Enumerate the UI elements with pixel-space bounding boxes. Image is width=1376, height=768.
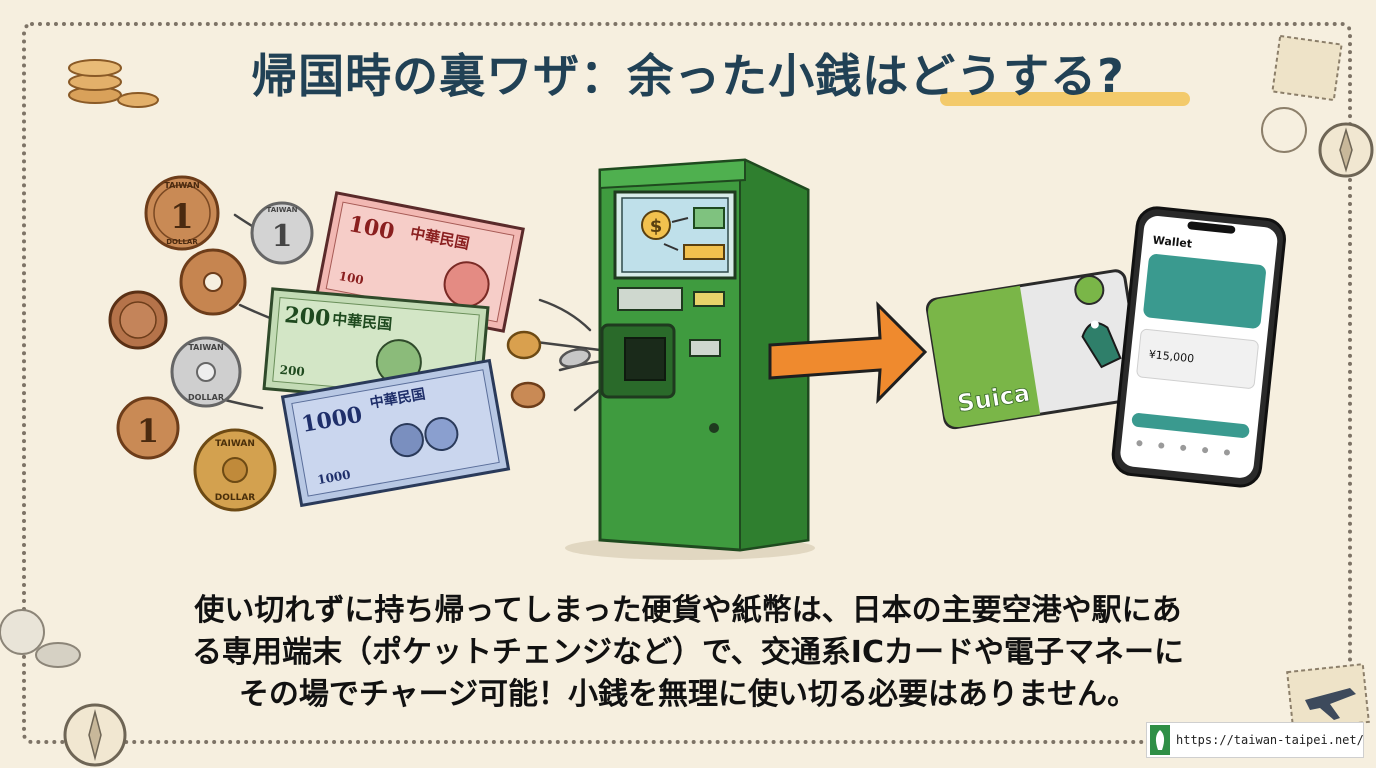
coin-gold-label: TAIWAN [215, 439, 255, 449]
exchange-kiosk: $ [565, 158, 815, 560]
smartphone: Wallet ¥15,000 [1111, 206, 1286, 488]
coin-bronze-2: 1 [116, 396, 180, 460]
coin-gold-dollar: DOLLAR [215, 493, 256, 503]
caption-text: 使い切れずに持ち帰ってしまった硬貨や紙幣は、日本の主要空港や駅にあ る専用端末（… [70, 590, 1306, 716]
caption-line-3: その場でチャージ可能！小銭を無理に使い切る必要はありません。 [238, 677, 1138, 712]
coin-bronze-1-label: TAIWAN [164, 181, 199, 190]
banknote-1000-value-small: 1000 [316, 468, 351, 488]
decor-stamp-top-right [1261, 34, 1374, 178]
caption-line-2: る専用端末（ポケットチェンジなど）で、交通系ICカードや電子マネーに [192, 635, 1184, 670]
banknote-200-issuer: 中華民国 [332, 310, 393, 333]
site-url-badge[interactable]: https://taiwan-taipei.net/ [1146, 722, 1364, 758]
kiosk-screen-currency: $ [650, 216, 663, 237]
decor-airmail-stamp [1286, 663, 1370, 731]
coin-silver-1: TAIWAN 1 [250, 201, 314, 265]
decor-coins-top-left [68, 59, 159, 108]
coin-silver-2: TAIWAN DOLLAR [170, 336, 242, 408]
title-highlight [940, 92, 1190, 106]
banknote-1000: 1000 中華民国 1000 [280, 358, 511, 508]
page-title: 帰国時の裏ワザ：余った小銭はどうする? [251, 49, 1125, 103]
decor-bottom-left [0, 609, 127, 767]
suica-card: Suica [925, 269, 1144, 430]
coin-bronze-1-dollar: DOLLAR [166, 238, 198, 246]
coin-bronze-1-value: 1 [170, 197, 194, 237]
coin-gold-large: TAIWAN DOLLAR [193, 428, 277, 512]
coin-bronze-holed [179, 248, 247, 316]
coin-silver-2-dollar: DOLLAR [188, 393, 224, 402]
arrow-to-ic-card [768, 301, 928, 404]
dotted-frame [22, 22, 1352, 744]
caption-line-1: 使い切れずに持ち帰ってしまった硬貨や紙幣は、日本の主要空港や駅にあ [194, 593, 1182, 628]
phone-app-title: Wallet [1152, 234, 1193, 251]
phone-balance: ¥15,000 [1148, 348, 1195, 366]
flying-coins [506, 330, 591, 409]
site-logo-icon [1150, 725, 1170, 755]
coin-silver-2-label: TAIWAN [188, 343, 223, 352]
site-url-link[interactable]: https://taiwan-taipei.net/ [1176, 733, 1364, 747]
coin-copper [108, 290, 168, 350]
coin-bronze-2-value: 1 [137, 412, 159, 450]
banknote-200-value-small: 200 [279, 363, 305, 379]
coin-silver-1-value: 1 [272, 219, 293, 254]
coin-bronze-1: TAIWAN 1 DOLLAR [144, 175, 220, 251]
banknote-200-value: 200 [283, 302, 331, 332]
banknote-100-value-small: 100 [338, 269, 365, 288]
coin-silver-1-label: TAIWAN [267, 206, 298, 214]
